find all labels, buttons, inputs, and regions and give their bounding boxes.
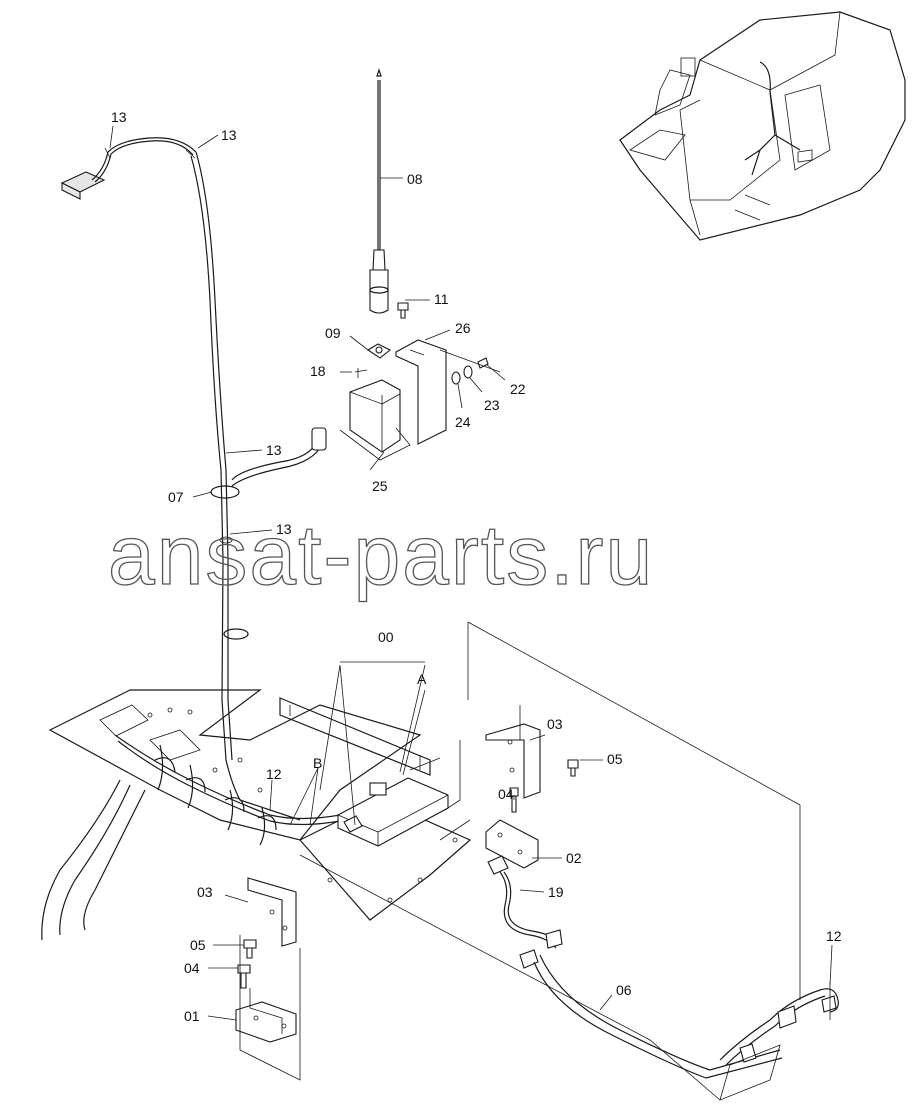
callout-12: 12 bbox=[826, 928, 842, 944]
callout-11: 11 bbox=[434, 291, 449, 307]
callout-03: 03 bbox=[547, 716, 563, 732]
callout-04: 04 bbox=[498, 786, 514, 802]
callout-13: 13 bbox=[111, 109, 127, 125]
callout-13: 13 bbox=[266, 442, 282, 458]
radio-unit-assembly bbox=[337, 723, 839, 1101]
callout-04: 04 bbox=[184, 960, 200, 976]
callout-05: 05 bbox=[607, 751, 623, 767]
callout-00: 00 bbox=[378, 629, 394, 645]
callout-22: 22 bbox=[510, 381, 526, 397]
antenna-assembly bbox=[339, 68, 501, 461]
callout-25: 25 bbox=[372, 478, 388, 494]
reference-lines bbox=[109, 125, 833, 1101]
callout-24: 24 bbox=[455, 414, 471, 430]
callout-A: A bbox=[417, 671, 427, 687]
callout-18: 18 bbox=[310, 363, 326, 379]
roof-antenna-harness bbox=[60, 137, 327, 761]
callout-B: B bbox=[313, 755, 322, 771]
machine-overview-illustration bbox=[619, 11, 906, 241]
watermark-text: ansat-parts.ru bbox=[108, 508, 654, 602]
callout-08: 08 bbox=[407, 171, 423, 187]
callout-13: 13 bbox=[221, 127, 237, 143]
callout-03: 03 bbox=[197, 884, 213, 900]
callout-12: 12 bbox=[266, 766, 282, 782]
callout-01: 01 bbox=[184, 1008, 200, 1024]
callout-09: 09 bbox=[325, 325, 341, 341]
callout-05: 05 bbox=[190, 937, 206, 953]
callout-26: 26 bbox=[455, 320, 471, 336]
callout-07: 07 bbox=[168, 489, 184, 505]
callout-02: 02 bbox=[566, 850, 582, 866]
callout-19: 19 bbox=[548, 884, 564, 900]
callout-06: 06 bbox=[616, 982, 632, 998]
callout-13: 13 bbox=[276, 521, 292, 537]
callout-23: 23 bbox=[484, 397, 500, 413]
lower-bracket-assembly bbox=[235, 877, 297, 1043]
callout-labels: 13 13 08 11 09 26 18 22 23 24 13 25 07 1… bbox=[111, 109, 842, 1024]
